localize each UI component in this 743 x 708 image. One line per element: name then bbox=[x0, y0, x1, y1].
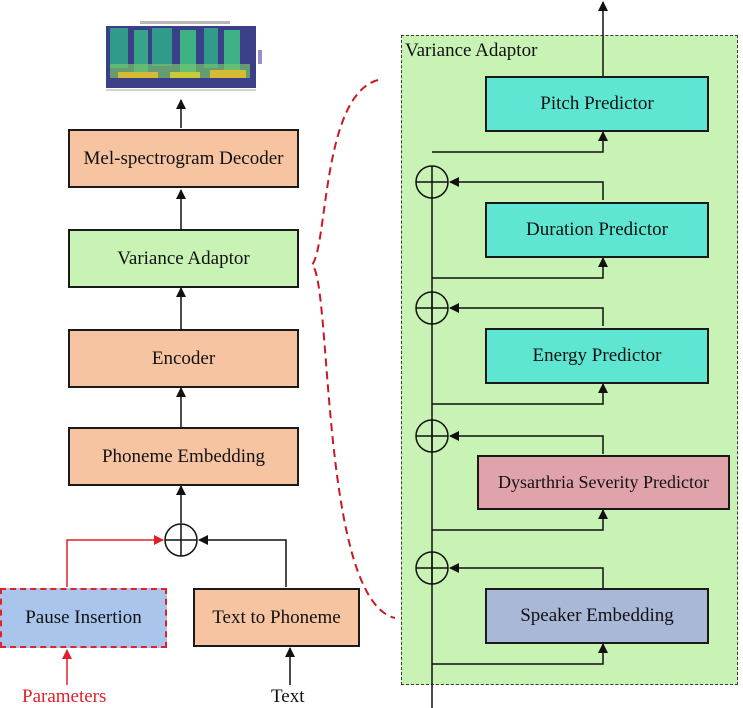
encoder-box: Encoder bbox=[68, 329, 299, 388]
mel-spectrogram-image bbox=[100, 20, 266, 96]
mel-spectrogram-decoder-box: Mel-spectrogram Decoder bbox=[68, 129, 299, 188]
parameters-label: Parameters bbox=[22, 686, 107, 707]
variance-adaptor-title: Variance Adaptor bbox=[405, 40, 538, 61]
energy-predictor-box: Energy Predictor bbox=[485, 328, 709, 384]
duration-predictor-box: Duration Predictor bbox=[485, 202, 709, 258]
text-to-phoneme-box: Text to Phoneme bbox=[193, 588, 360, 647]
pitch-predictor-box: Pitch Predictor bbox=[485, 76, 709, 132]
speaker-embedding-box: Speaker Embedding bbox=[485, 588, 709, 644]
phoneme-embedding-box: Phoneme Embedding bbox=[68, 427, 299, 486]
text-label: Text bbox=[271, 686, 305, 707]
variance-adaptor-box: Variance Adaptor bbox=[68, 229, 299, 288]
pause-insertion-box: Pause Insertion bbox=[0, 588, 167, 648]
dysarthria-severity-predictor-box: Dysarthria Severity Predictor bbox=[477, 455, 730, 510]
